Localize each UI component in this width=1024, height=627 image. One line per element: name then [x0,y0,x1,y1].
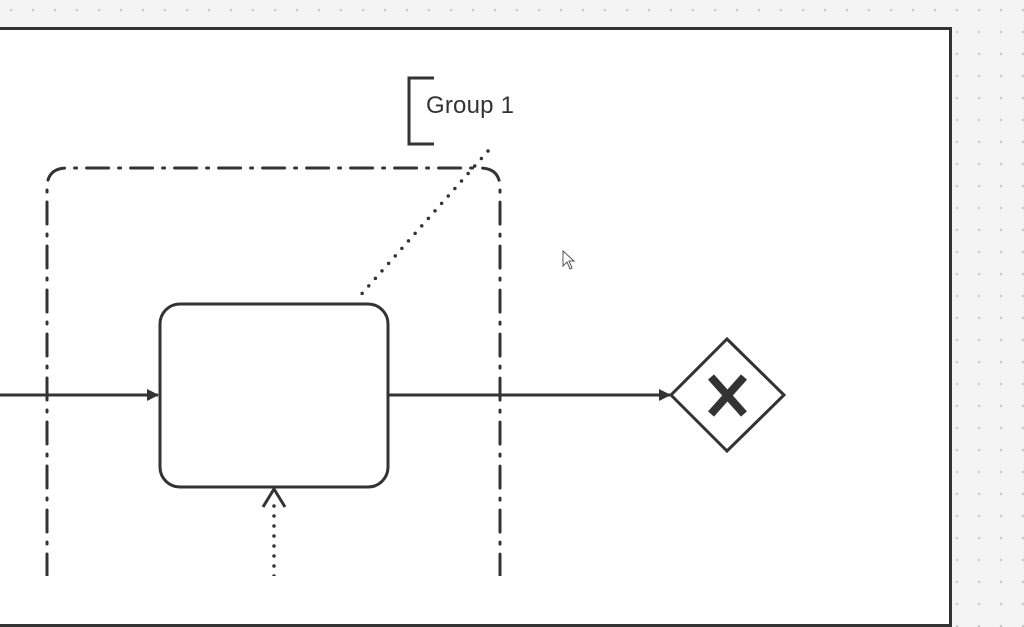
task-shape[interactable] [158,302,390,489]
message-flow-in[interactable] [261,486,287,576]
x-marker-icon [708,374,747,417]
text-annotation-label[interactable]: Group 1 [426,92,515,119]
group-1-shape[interactable] [45,166,502,576]
pointer-arrow-icon [562,250,576,270]
association-line[interactable] [356,149,490,300]
bpmn-diagram [0,76,787,576]
exclusive-gateway[interactable] [668,336,787,454]
text-annotation-bracket[interactable] [407,76,434,146]
